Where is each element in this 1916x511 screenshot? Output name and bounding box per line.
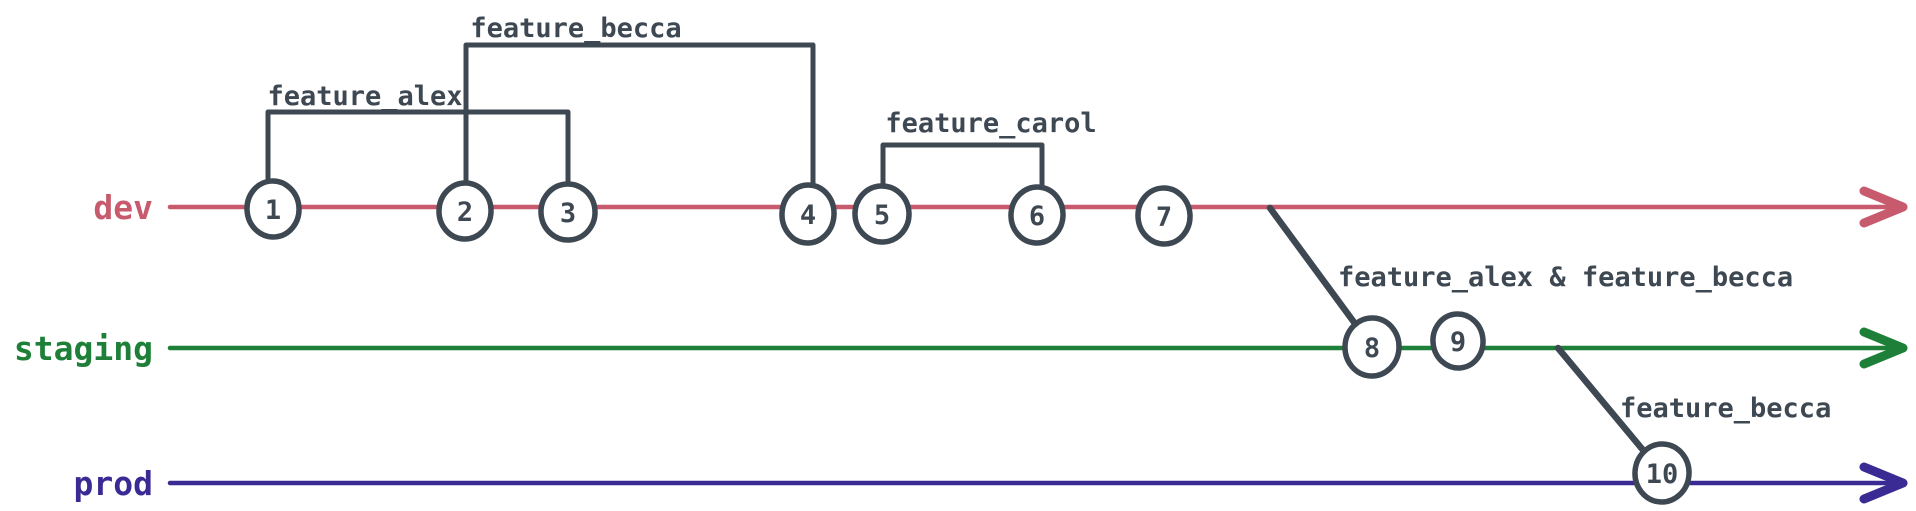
commit-circle [852, 183, 912, 245]
commit-number: 6 [1029, 201, 1045, 232]
commit-circle [779, 182, 837, 246]
commit-node-1: 1 [244, 178, 302, 240]
commit-node-3: 3 [538, 181, 598, 243]
commit-number: 5 [874, 200, 890, 231]
commit-number: 7 [1156, 202, 1172, 233]
label-feature-alex: feature_alex [267, 81, 462, 112]
bracket-feature-becca [463, 42, 816, 208]
commit-node-4: 4 [779, 182, 837, 246]
commit-number: 4 [800, 200, 816, 231]
commit-node-6: 6 [1008, 184, 1066, 246]
arrow-right-icon [1859, 327, 1908, 369]
label-feature-carol: feature_carol [885, 108, 1096, 139]
merge-edge-staging-to-prod [1554, 344, 1662, 472]
commit-node-5: 5 [852, 183, 912, 245]
branch-label-prod: prod [74, 464, 153, 503]
commit-number: 10 [1646, 459, 1679, 490]
commit-circle [1135, 185, 1193, 247]
commit-circle [1430, 311, 1486, 371]
commit-node-8: 8 [1342, 315, 1402, 379]
commit-circle [538, 181, 598, 243]
label-merge-becca-prod: feature_becca [1620, 393, 1831, 424]
label-feature-becca: feature_becca [470, 13, 681, 44]
commit-circle [436, 180, 494, 242]
commit-number: 2 [457, 197, 473, 228]
bracket-feature-alex [265, 109, 571, 206]
arrow-right-icon [1859, 186, 1908, 228]
commit-number: 3 [560, 198, 576, 229]
branch-label-dev: dev [93, 188, 153, 227]
commit-number: 9 [1450, 327, 1466, 358]
commit-circle [1342, 315, 1402, 379]
merge-edge-dev-to-staging [1266, 204, 1374, 348]
branch-label-staging: staging [14, 329, 153, 368]
commit-circle [1008, 184, 1066, 246]
commit-node-2: 2 [436, 180, 494, 242]
arrow-right-icon [1859, 462, 1908, 504]
commit-node-9: 9 [1430, 311, 1486, 371]
commit-number: 1 [265, 195, 281, 226]
bracket-feature-carol [880, 142, 1045, 209]
commit-circle [244, 178, 302, 240]
commit-node-10: 10 [1632, 441, 1692, 505]
commit-number: 8 [1364, 333, 1380, 364]
commit-node-7: 7 [1135, 185, 1193, 247]
label-merge-alex-becca: feature_alex & feature_becca [1338, 262, 1793, 293]
commit-circle [1632, 441, 1692, 505]
